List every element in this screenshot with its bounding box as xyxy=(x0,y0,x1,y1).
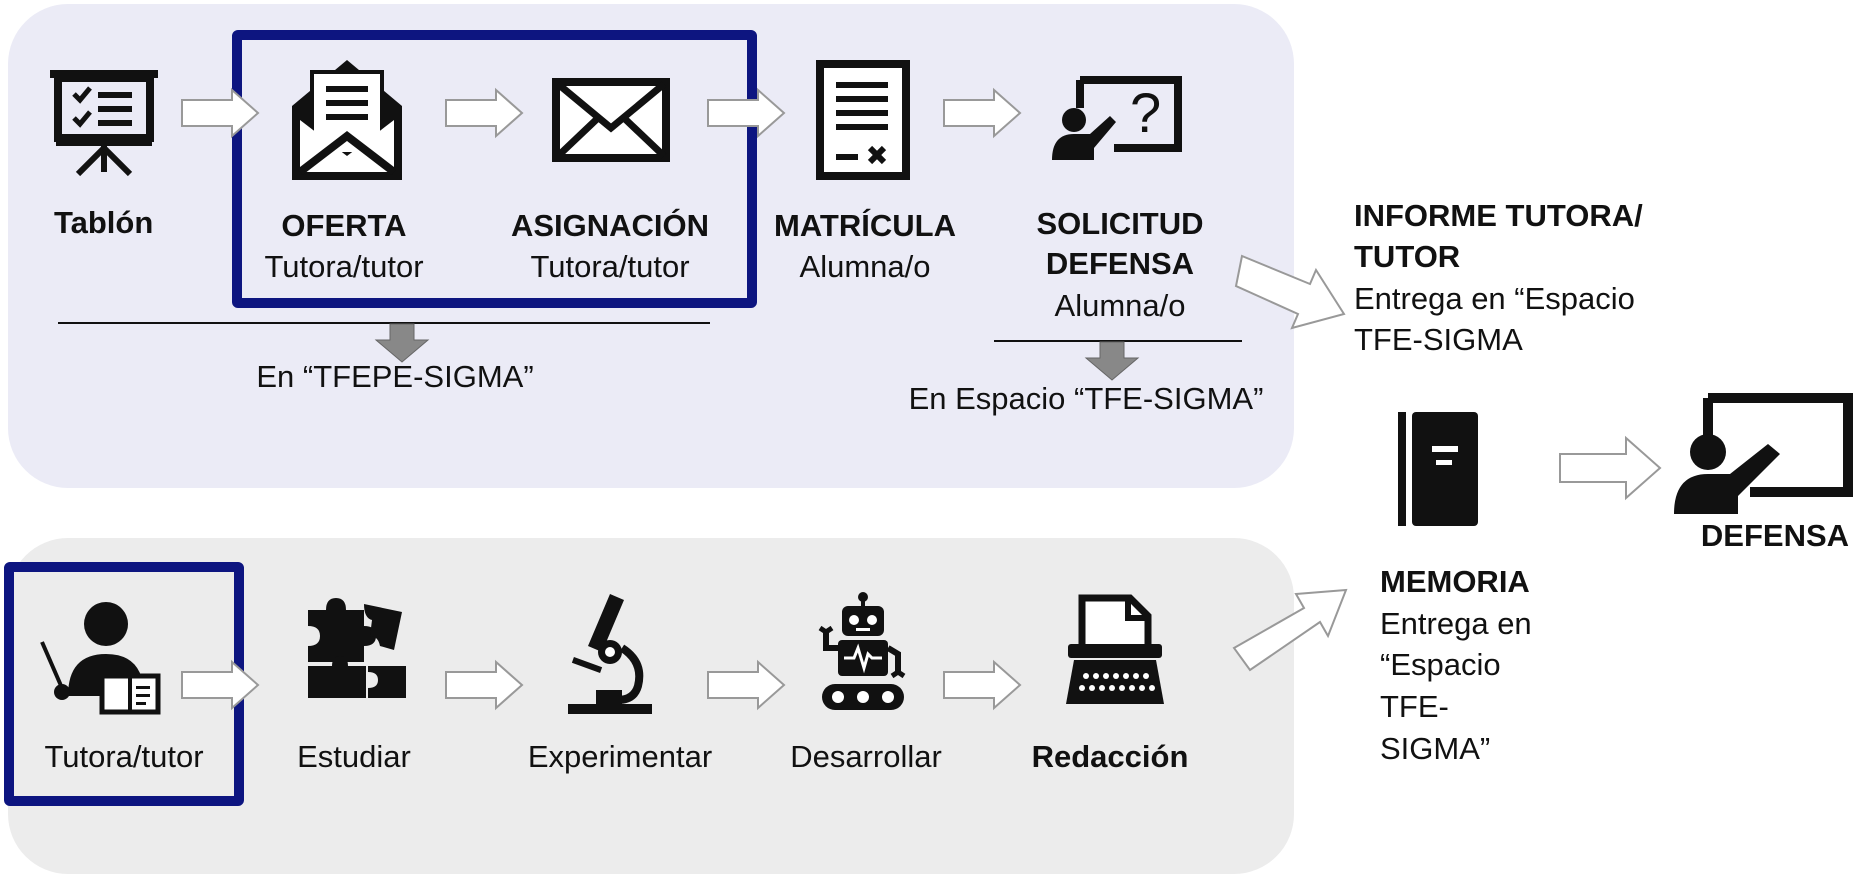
arrow-asignacion-matricula xyxy=(707,87,786,139)
down-arrow-right xyxy=(1084,341,1140,381)
step-desarrollar-title: Desarrollar xyxy=(790,739,942,774)
step-asignacion-subtitle: Tutora/tutor xyxy=(530,249,690,284)
step-oferta-title: OFERTA xyxy=(281,208,407,243)
presentation-board-icon xyxy=(50,70,158,177)
step-solicitud-title-line1: SOLICITUD xyxy=(1036,206,1204,241)
down-arrow-left xyxy=(374,323,430,363)
arrow-to-informe xyxy=(1234,254,1346,330)
step-asignacion-title: ASIGNACIÓN xyxy=(510,208,710,243)
arrow-to-memoria xyxy=(1232,588,1348,672)
defensa-title: DEFENSA xyxy=(1700,518,1850,553)
step-tutor-title: Tutora/tutor xyxy=(44,739,204,774)
memoria-text-line4: SIGMA” xyxy=(1380,731,1491,766)
teacher-question-icon: ? xyxy=(1052,76,1182,160)
step-tablon-title: Tablón xyxy=(54,205,154,240)
envelope-icon xyxy=(552,78,670,162)
memoria-text-line2: “Espacio xyxy=(1380,647,1501,682)
arrow-tablon-oferta xyxy=(181,87,260,139)
step-experimentar-title: Experimentar xyxy=(527,739,713,774)
memoria-text-line1: Entrega en xyxy=(1380,606,1532,641)
step-solicitud-subtitle: Alumna/o xyxy=(1054,288,1186,323)
step-matricula-subtitle: Alumna/o xyxy=(799,249,931,284)
microscope-icon xyxy=(568,594,652,714)
arrow-matricula-solicitud xyxy=(943,87,1022,139)
document-icon xyxy=(816,60,910,180)
separator-line-right xyxy=(994,340,1242,342)
step-solicitud-title-line2: DEFENSA xyxy=(1045,246,1195,281)
teacher-book-icon xyxy=(40,602,161,715)
step-oferta-subtitle: Tutora/tutor xyxy=(264,249,424,284)
arrow-oferta-asignacion xyxy=(445,87,524,139)
puzzle-icon xyxy=(308,598,406,698)
arrow-memoria-defensa xyxy=(1559,435,1662,501)
presenter-board-icon xyxy=(1674,393,1853,514)
informe-text-line1: Entrega en “Espacio xyxy=(1354,281,1635,316)
open-envelope-icon xyxy=(292,60,402,180)
arrow-estudiar-experimentar xyxy=(445,659,524,711)
informe-title-line2: TUTOR xyxy=(1354,239,1461,274)
book-icon xyxy=(1398,412,1478,526)
step-redaccion-title: Redacción xyxy=(1031,739,1189,774)
svg-text:?: ? xyxy=(1130,81,1161,144)
typewriter-icon xyxy=(1066,594,1164,704)
arrow-experimentar-desarrollar xyxy=(707,659,786,711)
highlight-frame-oferta-asignacion xyxy=(232,30,757,308)
note-tfepe-sigma: En “TFEPE-SIGMA” xyxy=(256,359,534,394)
informe-text-line2: TFE-SIGMA xyxy=(1354,322,1523,357)
step-matricula-title: MATRÍCULA xyxy=(774,208,956,243)
arrow-desarrollar-redaccion xyxy=(943,659,1022,711)
memoria-text-line3: TFE- xyxy=(1380,689,1449,724)
informe-title-line1: INFORME TUTORA/ xyxy=(1354,198,1643,233)
step-estudiar-title: Estudiar xyxy=(297,739,411,774)
robot-icon xyxy=(818,592,906,710)
memoria-title: MEMORIA xyxy=(1380,564,1530,599)
arrow-tutor-estudiar xyxy=(181,659,260,711)
separator-line-left xyxy=(58,322,710,324)
note-espacio-tfe-sigma: En Espacio “TFE-SIGMA” xyxy=(908,381,1264,416)
